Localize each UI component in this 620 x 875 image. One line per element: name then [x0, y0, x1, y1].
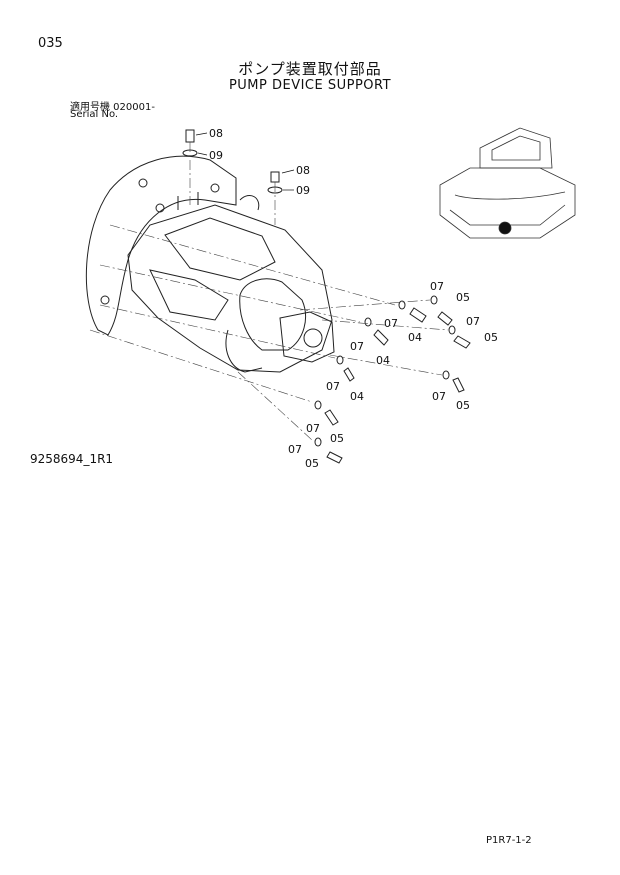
callout-part-number: 05	[456, 399, 470, 412]
callout-part-number: 07	[432, 390, 446, 403]
drawing-number: 9258694_1R1	[30, 452, 114, 466]
bolt	[409, 307, 427, 323]
bolt	[326, 451, 343, 464]
bolt	[373, 329, 389, 346]
bolt	[452, 377, 465, 393]
callout-part-number: 05	[330, 432, 344, 445]
pump-support-bracket	[225, 329, 263, 373]
callout-part-number: 05	[456, 291, 470, 304]
flange-bolt-hole	[210, 183, 220, 193]
machine-locator-sketch	[439, 127, 576, 239]
pump-flange	[85, 155, 237, 336]
callout-part-number: 07	[288, 443, 302, 456]
bolt	[324, 409, 339, 426]
callout-part-number: 04	[350, 390, 364, 403]
callout-part-number: 07	[466, 315, 480, 328]
pump-housing-detail	[149, 269, 229, 321]
callout-part-number: 04	[376, 354, 390, 367]
washer	[336, 355, 344, 365]
assembly-centerlines	[89, 142, 449, 441]
flange-bolt-hole	[155, 203, 165, 213]
callout-part-number: 07	[326, 380, 340, 393]
callout-part-number: 07	[306, 422, 320, 435]
washer	[448, 325, 456, 335]
washer	[364, 317, 372, 327]
washer	[430, 295, 438, 305]
page-number: 035	[38, 36, 63, 51]
flange-bolt-hole	[138, 178, 148, 188]
pump-valve-block	[164, 217, 276, 281]
callout-part-number: 07	[430, 280, 444, 293]
serial-label-english: Serial No.	[70, 109, 119, 120]
callout-part-number: 09	[296, 184, 310, 197]
bolt	[437, 311, 453, 326]
pump-side-cover	[239, 278, 306, 351]
washer	[442, 370, 450, 380]
flange-bolt-hole	[100, 295, 110, 305]
callout-part-number: 04	[408, 331, 422, 344]
bolt	[453, 335, 471, 349]
bolt	[343, 367, 355, 382]
pump-fittings	[177, 192, 260, 211]
pump-regulator	[279, 311, 335, 363]
bolt-08-upper	[185, 129, 195, 143]
callout-part-number: 08	[296, 164, 310, 177]
page-title-english: PUMP DEVICE SUPPORT	[228, 78, 392, 93]
serial-label-japanese: 適用号機 020001-	[70, 102, 155, 113]
washer	[314, 400, 322, 410]
page-title-japanese: ポンプ装置取付部品	[238, 60, 382, 78]
pump-port	[303, 328, 323, 348]
callout-leaders	[195, 132, 295, 191]
page-code: P1R7-1-2	[486, 835, 532, 846]
callout-part-number: 05	[484, 331, 498, 344]
callout-part-number: 05	[305, 457, 319, 470]
callout-part-number: 09	[209, 149, 223, 162]
bolt-08-lower	[270, 171, 280, 183]
callout-part-number: 08	[209, 127, 223, 140]
callout-part-number: 07	[384, 317, 398, 330]
washer	[398, 300, 406, 310]
callout-part-number: 07	[350, 340, 364, 353]
washer	[314, 437, 322, 447]
